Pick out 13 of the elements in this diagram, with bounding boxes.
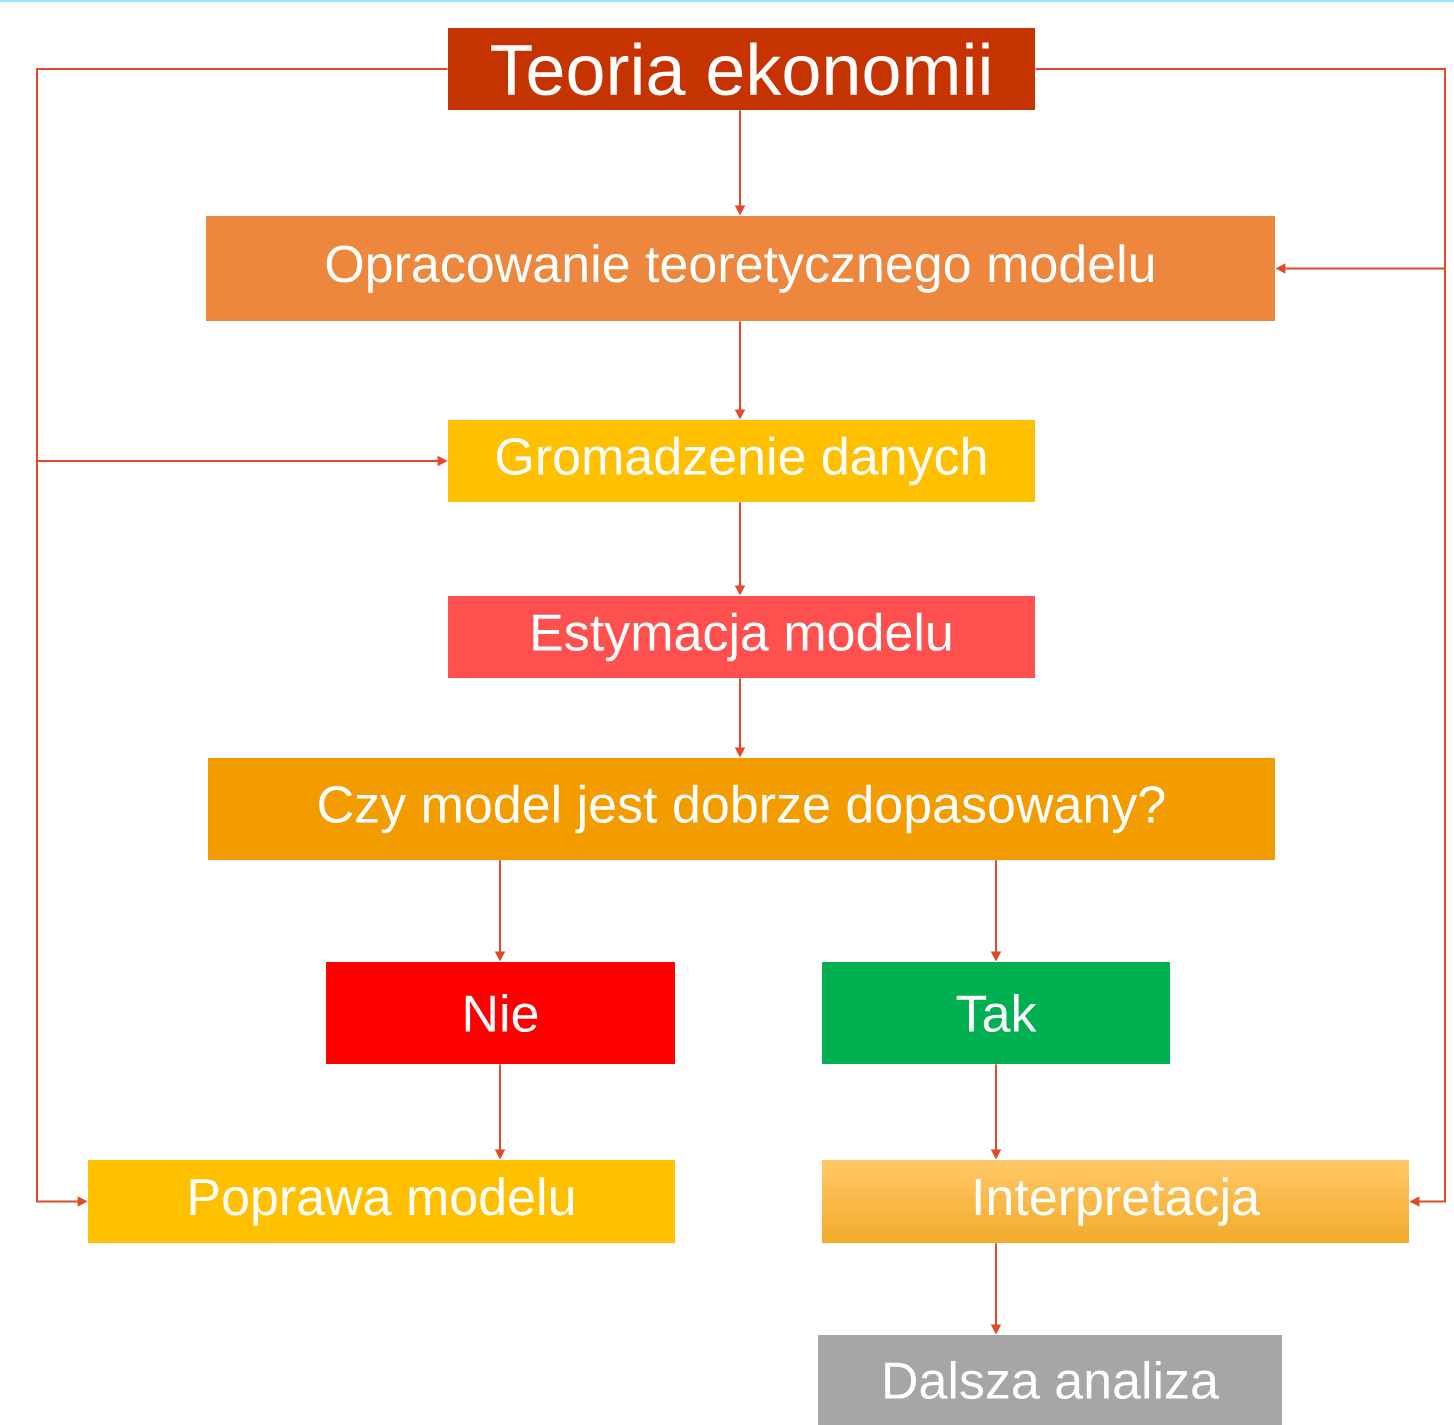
- process-box: Czy model jest dobrze dopasowany?: [208, 758, 1275, 860]
- process-box: Poprawa modelu: [88, 1160, 675, 1243]
- process-box: Nie: [326, 962, 675, 1064]
- arrow: [1034, 68, 1446, 1207]
- process-box: Dalsza analiza: [818, 1335, 1282, 1425]
- process-box: Estymacja modelu: [448, 596, 1035, 678]
- process-box: Tak: [822, 962, 1170, 1064]
- process-box: Teoria ekonomii: [448, 28, 1035, 110]
- arrow: [36, 68, 449, 1207]
- process-box: Opracowanie teoretycznego modelu: [206, 216, 1275, 321]
- process-box: Gromadzenie danych: [448, 420, 1035, 502]
- node-label: Interpretacja: [975, 1177, 1261, 1226]
- process-box: Interpretacja: [822, 1160, 1409, 1243]
